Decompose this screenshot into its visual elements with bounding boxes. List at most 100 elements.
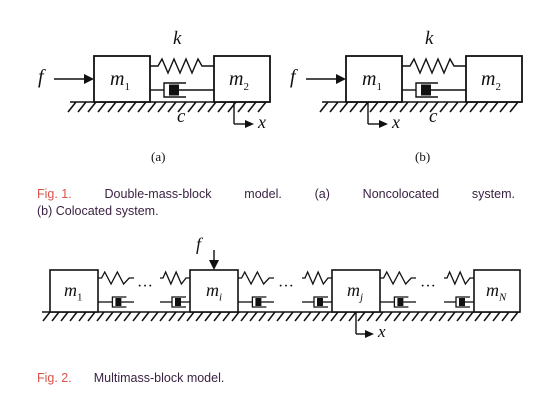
hatch-mark (69, 311, 78, 322)
figure-2: f x m1 mi mj mN ··· ··· ··· (42, 234, 522, 356)
spring (98, 270, 134, 286)
hatch-mark (240, 311, 249, 322)
hatch-mark (150, 311, 159, 322)
hatch-mark (474, 311, 483, 322)
damper (98, 296, 134, 308)
hatch-mark (51, 311, 60, 322)
force-arrow (306, 74, 346, 84)
figure-2-caption-text: Multimass-block model. (93, 371, 225, 385)
mass-2-block (213, 55, 271, 103)
spring (444, 270, 474, 286)
ellipsis-1: ··· (137, 278, 153, 295)
figure-1-label: Fig. 1. (37, 187, 72, 201)
hatch-mark (213, 311, 222, 322)
hatch-mark (375, 311, 384, 322)
hatch-mark (204, 311, 213, 322)
hatch-mark (321, 311, 330, 322)
hatch-mark (357, 311, 366, 322)
hatch-mark (114, 311, 123, 322)
mass-2-label: m2 (229, 68, 249, 93)
hatch-mark (492, 311, 501, 322)
ground-hatch (319, 101, 520, 113)
force-arrow (54, 74, 94, 84)
caption-word: (a) (314, 187, 330, 201)
hatch-mark (420, 311, 429, 322)
damper (160, 296, 190, 308)
ground-hatch (67, 101, 268, 113)
damper (238, 296, 274, 308)
ellipsis-2: ··· (278, 278, 294, 295)
hatch-mark (123, 311, 132, 322)
hatch-mark (141, 311, 150, 322)
displacement-arrow (367, 102, 388, 128)
hatch-mark (294, 311, 303, 322)
subfigure-b: f m1 m2 k c x (b) (288, 22, 528, 172)
hatch-mark (447, 311, 456, 322)
mass-1-label: m1 (64, 280, 83, 304)
spring-damper-links (98, 270, 474, 308)
figure-1-caption-line-1: Fig. 1. Double-mass-block model. (a) Non… (37, 186, 515, 203)
force-label: f (290, 66, 296, 88)
displacement-label: x (392, 112, 400, 132)
mass-i-block (189, 269, 239, 313)
damper (444, 296, 474, 308)
spring-label: k (425, 28, 434, 49)
hatch-mark (429, 311, 438, 322)
hatch-mark (78, 311, 87, 322)
hatch-mark (438, 311, 447, 322)
mass-1-block (49, 269, 99, 313)
hatch-mark (231, 311, 240, 322)
hatch-mark (267, 311, 276, 322)
mass-1-block (93, 55, 151, 103)
caption-word: system. (471, 187, 515, 201)
hatch-mark (384, 311, 393, 322)
subfigure-b-caption: (b) (415, 149, 431, 164)
hatch-mark (195, 311, 204, 322)
mass-2-block (465, 55, 523, 103)
displacement-label: x (258, 112, 266, 132)
mass-2-label: m2 (481, 68, 501, 93)
spring-label: k (173, 28, 182, 49)
hatch-mark (312, 311, 321, 322)
hatch-mark (42, 311, 51, 322)
figure-1-caption-line-2: (b) Colocated system. (37, 204, 159, 218)
damper-label: c (429, 106, 438, 127)
spring (302, 270, 332, 286)
force-label: f (38, 66, 44, 88)
hatch-mark (465, 311, 474, 322)
figure-2-drawing (42, 250, 521, 338)
damper (302, 296, 332, 308)
hatch-mark (276, 311, 285, 322)
hatch-mark (330, 311, 339, 322)
caption-word: model. (244, 187, 282, 201)
hatch-mark (402, 311, 411, 322)
figure-1-caption: Fig. 1. Double-mass-block model. (a) Non… (37, 186, 515, 220)
spring (160, 270, 190, 286)
damper-c (402, 82, 466, 98)
damper-label: c (177, 106, 186, 127)
hatch-mark (411, 311, 420, 322)
spring (380, 270, 416, 286)
hatch-mark (285, 311, 294, 322)
hatch-mark (168, 311, 177, 322)
subfigure-b-drawing (306, 55, 523, 128)
mass-n-block (473, 269, 521, 313)
caption-word: Double-mass-block (104, 187, 212, 201)
figure-1: f m1 m2 k c x (a) (36, 22, 536, 172)
hatch-mark (87, 311, 96, 322)
mass-j-block (331, 269, 381, 313)
hatch-mark (96, 311, 105, 322)
displacement-label: x (378, 322, 386, 341)
hatch-mark (348, 311, 357, 322)
hatch-mark (393, 311, 402, 322)
figure-2-caption: Fig. 2.Multimass-block model. (37, 370, 224, 387)
mass-j-label: mj (347, 280, 364, 304)
hatch-mark (159, 311, 168, 322)
damper (380, 296, 416, 308)
ellipsis-3: ··· (420, 278, 436, 295)
mass-1-label: m1 (110, 68, 130, 93)
hatch-mark (186, 311, 195, 322)
hatch-mark (132, 311, 141, 322)
hatch-mark (105, 311, 114, 322)
